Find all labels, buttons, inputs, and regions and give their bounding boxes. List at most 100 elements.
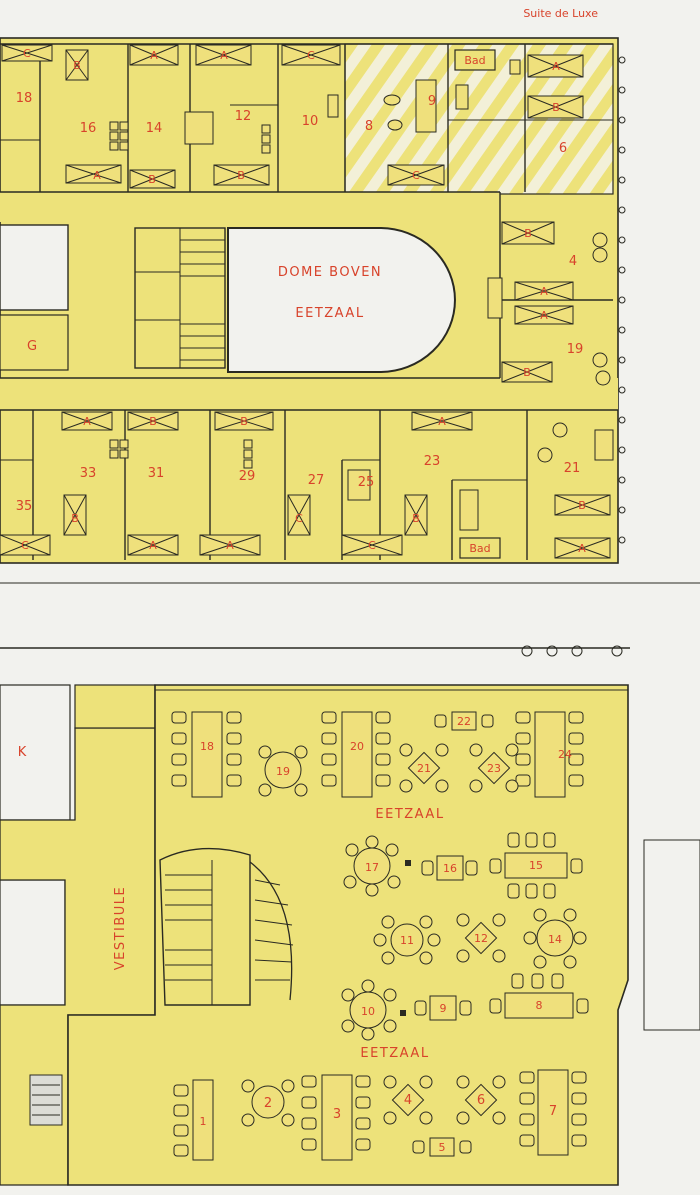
right-cabins [487,192,613,386]
cabin-25-label: 25 [358,475,375,490]
table-18-label: 18 [200,740,214,753]
top-bunks [1,44,584,189]
cabin-35-label: 35 [16,499,33,514]
upper-deck [0,37,700,584]
bunk-letter: A [540,309,548,322]
table-14-label: 14 [548,933,562,946]
room-g-label: G [27,339,37,354]
table-6 [464,1083,498,1117]
cabin-9-label: 9 [428,94,436,109]
table-19-label: 19 [276,765,290,778]
upper-staircase [134,227,226,369]
table-8-label: 8 [536,999,543,1012]
table-23 [477,751,511,785]
table-15 [504,852,568,879]
table-23-label: 23 [487,762,501,775]
ladder [29,1074,63,1126]
bunk-letter: A [226,539,234,552]
cabin-6-label: 6 [559,141,567,156]
outside-block [643,839,700,1031]
table-2-label: 2 [264,1096,272,1111]
table-11-label: 11 [400,934,414,947]
table-12-label: 12 [474,932,488,945]
bunk-letter: B [240,415,248,428]
bunk-letter: A [149,539,157,552]
table-24 [534,711,566,798]
bath-label-box-bottom [459,537,501,559]
table-22 [451,711,477,731]
table-9-label: 9 [440,1002,447,1015]
cabin-12-label: 12 [235,109,252,124]
table-7 [537,1069,569,1156]
table-20 [341,711,373,798]
table-9 [429,995,457,1021]
bath-label-bottom: Bad [469,542,490,555]
table-5-label: 5 [439,1141,446,1154]
bunk-letter: B [237,169,245,182]
table-1 [192,1079,214,1161]
bunk-letter: B [524,227,532,240]
table-12 [464,921,498,955]
pillar [400,1010,406,1016]
lower-deck-labels: K VESTIBULE EETZAAL EETZAAL 1 2 3 4 5 6 … [18,715,572,1154]
bunk-letter: C [23,47,31,60]
bunk-letter: C [307,49,315,62]
cabin-29-label: 29 [239,469,256,484]
table-8 [504,992,574,1019]
bunk-letter: B [578,499,586,512]
eetzaal-label-bottom: EETZAAL [360,1046,429,1061]
bottom-bunks [0,411,614,559]
bath-label-top: Bad [464,54,485,67]
cabin-10-label: 10 [302,114,319,129]
table-4 [391,1083,425,1117]
table-21 [407,751,441,785]
bunk-letter: B [523,366,531,379]
dome-label-line-2: EETZAAL [295,306,364,321]
table-17-label: 17 [365,861,379,874]
bunk-letter: B [71,512,79,525]
room-k [0,684,71,821]
chairs [171,711,589,1157]
table-4-label: 4 [404,1093,412,1108]
bunk-letter: B [552,101,560,114]
top-left-entry [74,684,156,729]
cabin-27-label: 27 [308,473,325,488]
table-24-label: 24 [558,748,572,761]
bunk-letter: A [150,49,158,62]
bunk-letter: A [83,415,91,428]
bunk-letter: C [295,512,303,525]
table-10-label: 10 [361,1005,375,1018]
dome-label-line-1: DOME BOVEN [278,265,382,280]
table-14 [536,919,574,957]
table-19 [264,751,302,789]
left-room-lower [0,879,66,1006]
cabin-31-label: 31 [148,466,165,481]
lower-staircase [159,847,294,1006]
table-7-label: 7 [549,1104,557,1119]
bunk-letter: A [93,169,101,182]
dining-hall-floor [67,684,629,1186]
table-5 [429,1137,455,1157]
bunk-letter: A [552,60,560,73]
table-21-label: 21 [417,762,431,775]
bath-label-box-top [454,49,496,71]
bunk-letter: C [21,539,29,552]
left-light-well [0,224,69,311]
table-18 [191,711,223,798]
bunk-letter: B [412,512,420,525]
bunk-letter: B [149,415,157,428]
table-16-label: 16 [443,862,457,875]
room-k-label: K [18,745,27,760]
bunk-letter: A [540,285,548,298]
dome-outline [227,227,456,373]
top-cabin-walls [0,43,613,192]
table-20-label: 20 [350,740,364,753]
table-3 [321,1074,353,1161]
pillar [405,860,411,866]
suite-de-luxe-label: Suite de Luxe [523,7,598,20]
cabin-14-label: 14 [146,121,163,136]
table-6-label: 6 [477,1093,485,1108]
table-11 [390,923,424,957]
bunk-letter: B [148,173,156,186]
